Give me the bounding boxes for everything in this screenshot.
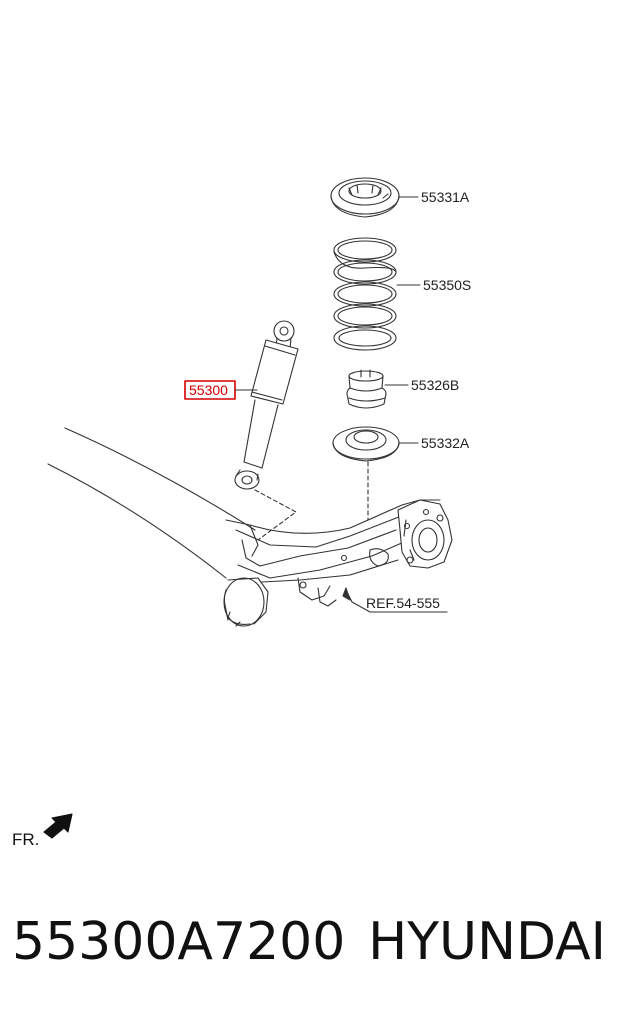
label-coil-spring: 55350S — [423, 277, 471, 293]
coil-spring-part — [333, 237, 397, 351]
label-front: FR. — [12, 830, 39, 849]
assembly-dash-shock — [254, 489, 297, 541]
label-lower-seat: 55332A — [421, 435, 470, 451]
brand-name: HYUNDAI — [368, 912, 606, 972]
shock-absorber-part — [234, 320, 299, 490]
reference-arrowhead — [342, 587, 351, 601]
rear-axle-beam — [47, 427, 453, 627]
bump-stopper-part — [346, 369, 387, 409]
lower-seat-part — [332, 426, 400, 462]
footer-title: 55300A7200 HYUNDAI — [0, 902, 620, 982]
front-arrow-icon — [43, 813, 73, 839]
label-bump-stopper: 55326B — [411, 377, 459, 393]
label-reference: REF.54-555 — [366, 595, 440, 611]
label-shock-absorber[interactable]: 55300 — [189, 382, 228, 398]
part-number: 55300A7200 — [12, 912, 346, 972]
top-mount-part — [330, 177, 400, 218]
label-top-mount: 55331A — [421, 189, 470, 205]
